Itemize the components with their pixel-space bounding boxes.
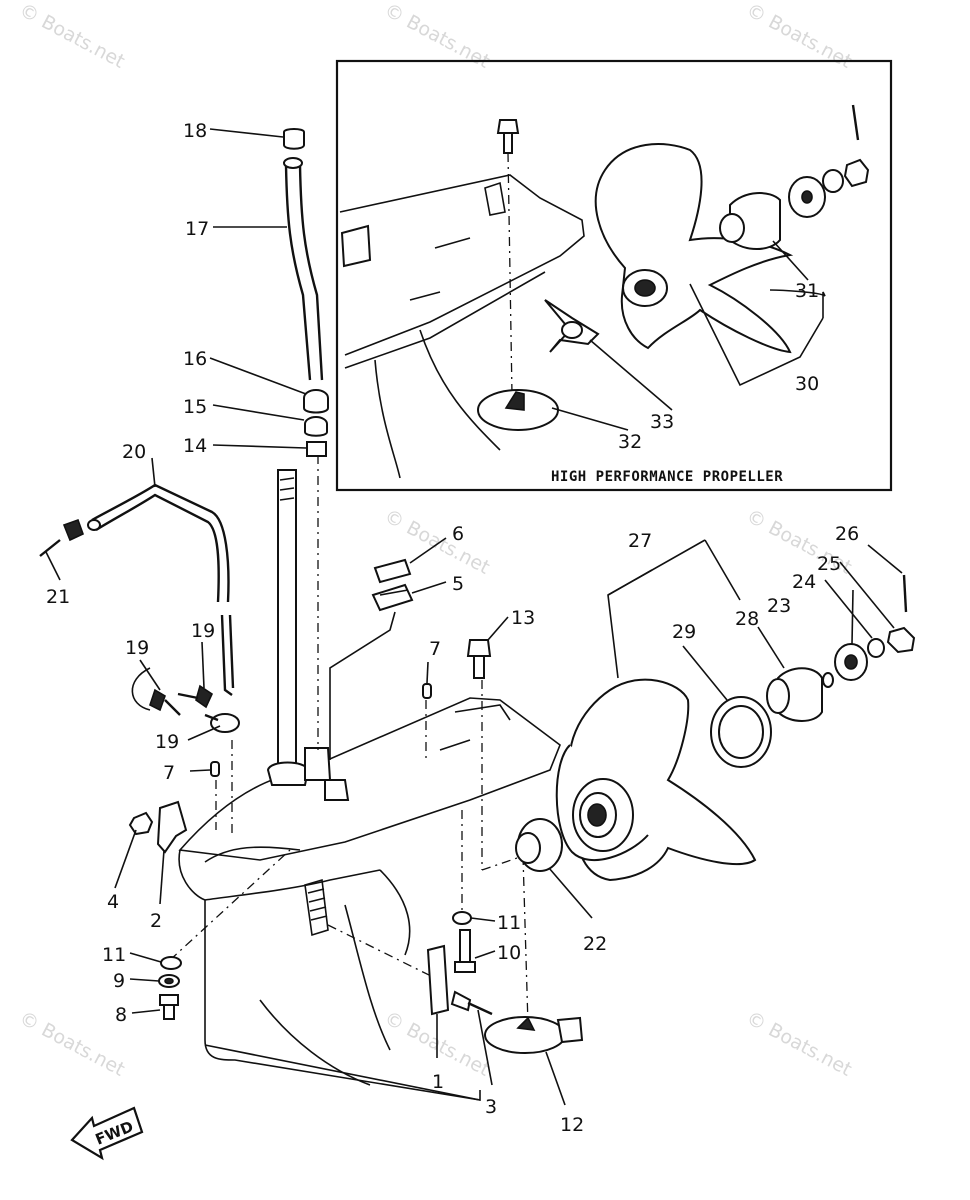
lower-gearcase-housing [169,455,561,1101]
callout-11: 11 [102,944,126,966]
callout-3: 3 [485,1096,497,1118]
watermark: © Boats.net [16,1007,129,1081]
callout-28: 28 [735,608,759,630]
callout-19: 19 [125,637,149,659]
callout-1: 1 [432,1071,444,1093]
callout-19: 19 [155,731,179,753]
callout-23: 23 [767,595,791,617]
callout-30: 30 [795,373,819,395]
leader-lines [45,128,903,1106]
callout-7: 7 [163,762,175,784]
callout-15: 15 [183,396,207,418]
callout-22: 22 [583,933,607,955]
watermarks: © Boats.net © Boats.net © Boats.net © Bo… [16,0,856,1081]
callout-33: 33 [650,411,674,433]
small-parts [39,128,584,1054]
callout-8: 8 [115,1004,127,1026]
callout-19: 19 [191,620,215,642]
callout-17: 17 [185,218,209,240]
callout-25: 25 [817,553,841,575]
callout-29: 29 [672,621,696,643]
callout-31: 31 [795,280,819,302]
callout-numbers: 18 17 16 15 14 20 21 6 5 7 13 19 19 19 7… [46,120,859,1136]
callout-5: 5 [452,573,464,595]
callout-24: 24 [792,571,816,593]
callout-11: 11 [497,912,521,934]
watermark: © Boats.net [743,1007,856,1081]
callout-10: 10 [497,942,521,964]
main-propeller-assembly [555,539,916,882]
callout-32: 32 [618,431,642,453]
watermark: © Boats.net [16,0,129,73]
callout-13: 13 [511,607,535,629]
callout-18: 18 [183,120,207,142]
callout-9: 9 [113,970,125,992]
callout-4: 4 [107,891,119,913]
callout-16: 16 [183,348,207,370]
callout-12: 12 [560,1114,584,1136]
callout-20: 20 [122,441,146,463]
forward-arrow: FWD [70,1106,144,1161]
callout-26: 26 [835,523,859,545]
high-performance-propeller-inset: HIGH PERFORMANCE PROPELLER [335,59,893,492]
callout-14: 14 [183,435,207,457]
inset-title: HIGH PERFORMANCE PROPELLER [551,469,783,485]
callout-27: 27 [628,530,652,552]
callout-21: 21 [46,586,70,608]
callout-6: 6 [452,523,464,545]
callout-7: 7 [429,638,441,660]
callout-2: 2 [150,910,162,932]
